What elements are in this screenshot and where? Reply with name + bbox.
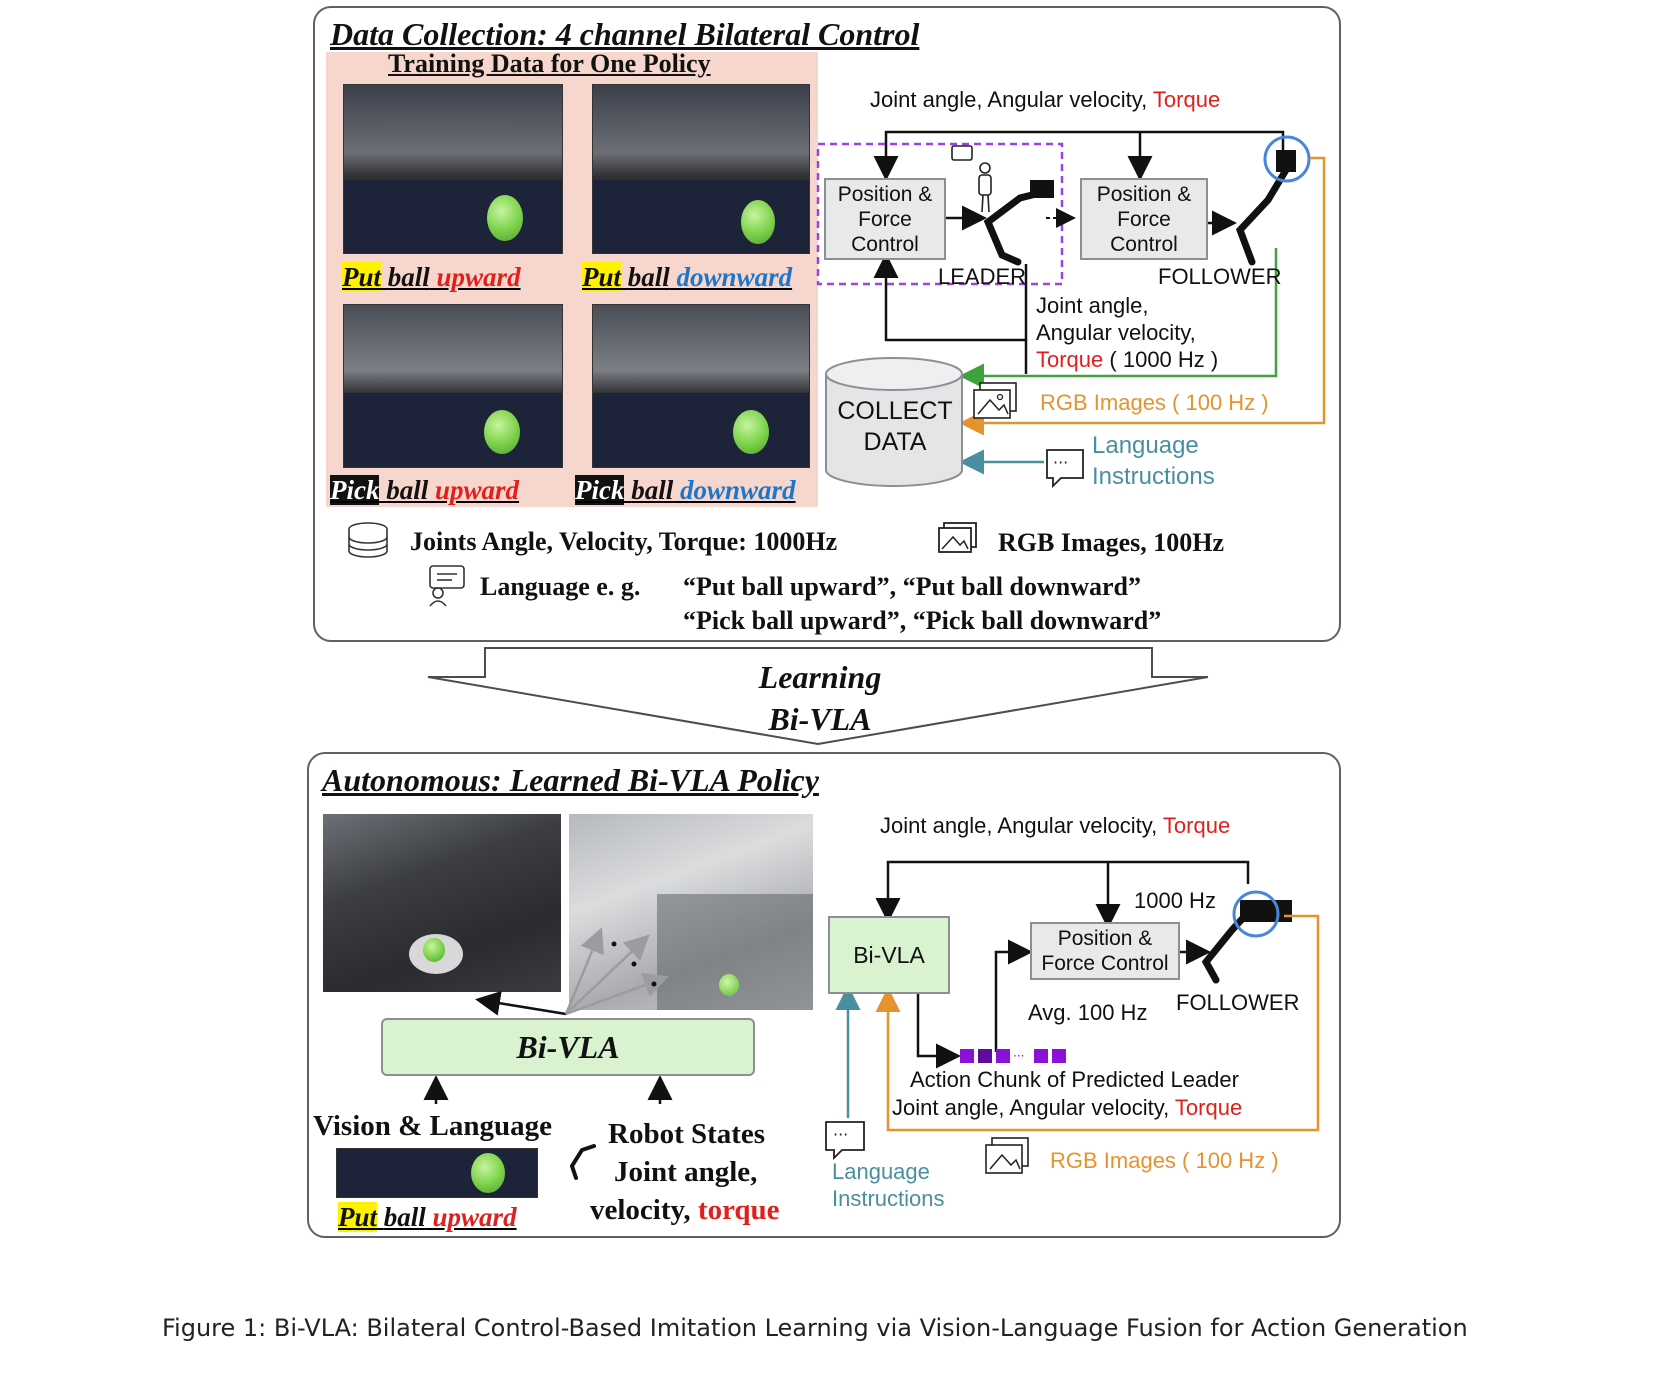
bottom-follower-label: FOLLOWER	[1176, 990, 1300, 1015]
figure-caption: Figure 1: Bi-VLA: Bilateral Control-Base…	[162, 1314, 1468, 1342]
top-control-diagram: ···	[348, 130, 1326, 607]
leader-label: LEADER	[938, 264, 1027, 289]
action-chunk-label: Action Chunk of Predicted Leader Joint a…	[892, 1067, 1243, 1120]
task-put-downward: Put ball downward	[582, 262, 793, 292]
data-collection-title: Data Collection: 4 channel Bilateral Con…	[330, 16, 920, 52]
vision-language-label: Vision & Language	[313, 1110, 553, 1142]
bivla-main-block: Bi-VLA	[381, 1018, 755, 1076]
bottom-feedback-label: Joint angle, Angular velocity, Torque	[880, 813, 1231, 838]
bottom-rgb-label: RGB Images ( 100 Hz )	[1050, 1148, 1279, 1173]
robot-states-joint: Joint angle,	[614, 1156, 758, 1188]
legend-language: Language e. g.	[480, 572, 641, 601]
top-feedback-label: Joint angle, Angular velocity, Torque	[870, 87, 1221, 112]
svg-text:···: ···	[1013, 1049, 1024, 1063]
photo-autonomous-1	[323, 814, 561, 992]
autonomous-title: Autonomous: Learned Bi-VLA Policy	[322, 762, 819, 798]
task-pick-downward: Pick ball downward	[575, 475, 796, 505]
photo-put-upward	[343, 84, 563, 254]
follower-label: FOLLOWER	[1158, 264, 1282, 289]
bottom-control-block: Position & Force Control	[1030, 922, 1180, 980]
freq-1000-label: 1000 Hz	[1134, 888, 1216, 913]
top-language-label: Language Instructions	[1092, 432, 1215, 490]
photo-pick-downward	[592, 304, 810, 468]
training-data-title: Training Data for One Policy	[388, 49, 711, 78]
task-pick-upward: Pick ball upward	[330, 475, 520, 505]
robot-states-label: Robot States	[608, 1118, 766, 1150]
joint-data-label: Joint angle, Angular velocity, Torque ( …	[1036, 293, 1219, 372]
svg-text:···: ···	[833, 1125, 848, 1144]
avg-100-label: Avg. 100 Hz	[1028, 1000, 1148, 1025]
legend-examples-2: “Pick ball upward”, “Pick ball downward”	[683, 606, 1162, 635]
collect-data-label: COLLECT DATA	[837, 397, 953, 456]
photo-pick-upward	[343, 304, 563, 468]
photo-vision-input	[336, 1148, 538, 1198]
top-rgb-label: RGB Images ( 100 Hz )	[1040, 390, 1269, 415]
follower-control-block: Position & Force Control	[1080, 178, 1208, 260]
robot-states-velocity: velocity, torque	[590, 1194, 780, 1226]
learning-label: Learning Bi-VLA	[758, 659, 882, 737]
svg-text:···: ···	[1053, 453, 1068, 472]
photo-autonomous-2	[569, 814, 813, 1010]
legend-examples-1: “Put ball upward”, “Put ball downward”	[683, 572, 1141, 601]
legend-joints: Joints Angle, Velocity, Torque: 1000Hz	[410, 527, 838, 556]
legend-rgb: RGB Images, 100Hz	[998, 528, 1225, 557]
bottom-language-label: Language Instructions	[832, 1159, 945, 1211]
leader-control-block: Position & Force Control	[824, 178, 946, 260]
bottom-put-task: Put ball upward	[338, 1202, 517, 1232]
bivla-small-block: Bi-VLA	[828, 916, 950, 994]
photo-put-downward	[592, 84, 810, 254]
task-put-upward: Put ball upward	[342, 262, 521, 292]
